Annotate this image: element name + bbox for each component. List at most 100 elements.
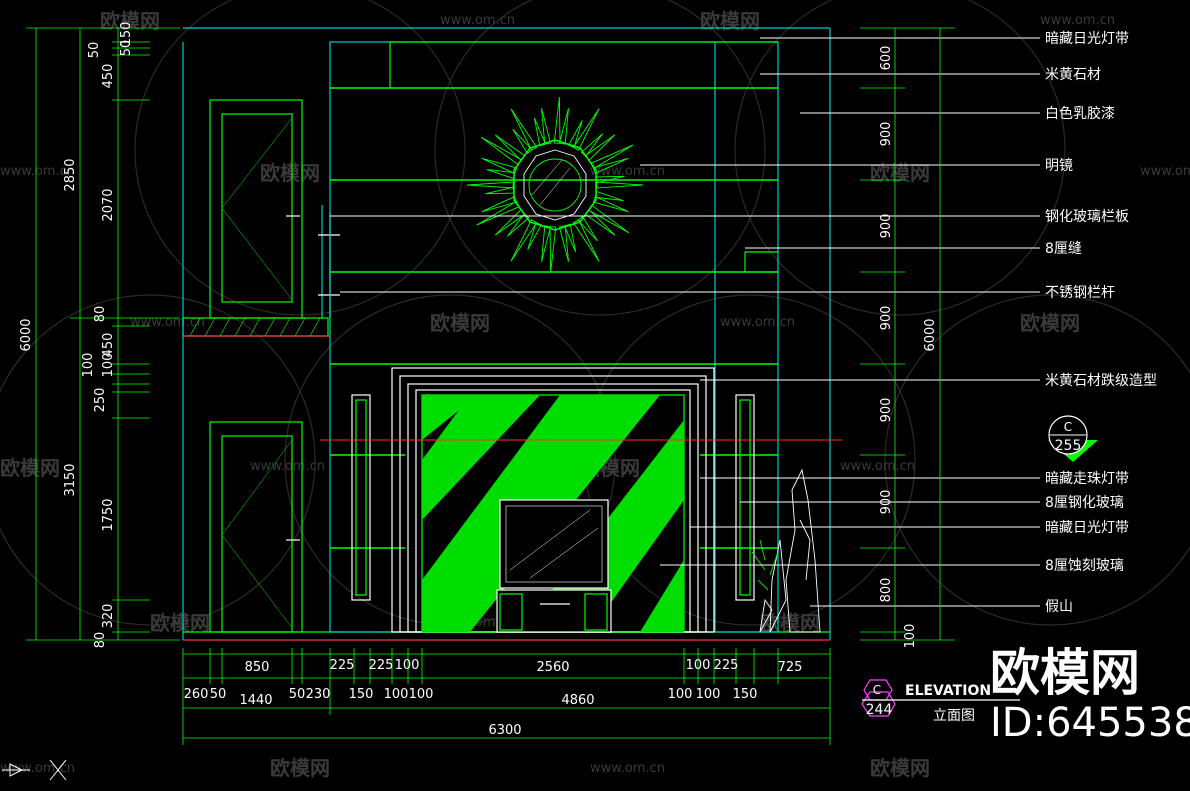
dim-250: 250 xyxy=(93,388,108,413)
sunburst-ray xyxy=(553,97,561,144)
title-tag-letter: C xyxy=(873,683,881,697)
dim-80: 80 xyxy=(93,632,108,649)
watermark-site: www.om.cn xyxy=(440,13,515,28)
dim-100: 100 xyxy=(686,658,711,673)
dim-50: 50 xyxy=(119,40,134,57)
left-dimension-lines xyxy=(26,27,180,641)
dim-150: 150 xyxy=(349,687,374,702)
sunburst-mirror xyxy=(466,97,644,273)
watermark-site: www.om.cn xyxy=(0,164,75,179)
watermark-brand: 欧模网 xyxy=(700,9,760,33)
left-dimensions-inner: 150 50 50 450 2070 80 450 100 100 250 17… xyxy=(81,22,134,649)
sunburst-ray xyxy=(572,108,600,151)
title-sub: 立面图 xyxy=(933,708,975,724)
sunburst-ray xyxy=(572,219,600,262)
watermark-site: www.om.cn xyxy=(720,315,795,330)
sunburst-ray xyxy=(510,108,538,151)
watermark-brand: 欧模网 xyxy=(260,161,320,185)
dim-1750: 1750 xyxy=(101,498,116,531)
label-hidden-fluorescent-strip-2: 暗藏日光灯带 xyxy=(1045,520,1129,536)
label-rockery: 假山 xyxy=(1045,599,1073,615)
watermark-brand: 欧模网 xyxy=(150,611,210,635)
dim-900: 900 xyxy=(879,122,894,147)
title-main: ELEVATION xyxy=(905,683,991,699)
dim-600: 600 xyxy=(879,46,894,71)
brand-id: ID:645538 xyxy=(990,700,1190,746)
dim-2070: 2070 xyxy=(101,188,116,221)
tv-cabinet xyxy=(496,589,612,633)
watermark-site: www.om.cn xyxy=(1140,164,1190,179)
watermark-site: www.om.cn xyxy=(250,459,325,474)
dim-50: 50 xyxy=(210,687,227,702)
dim-450: 450 xyxy=(101,64,116,89)
dim-150: 150 xyxy=(733,687,758,702)
sunburst-ray xyxy=(481,195,518,213)
sunburst-ray xyxy=(592,195,629,213)
sunburst-ray xyxy=(485,186,515,195)
lower-door-frame xyxy=(209,421,303,633)
watermark-brand: 欧模网 xyxy=(1020,311,1080,335)
upper-door-frame xyxy=(209,99,303,319)
sunburst-ray xyxy=(563,223,577,253)
upper-door-leaf xyxy=(221,113,293,303)
sunburst-ray xyxy=(486,168,516,180)
bottom-dimension-lines xyxy=(182,648,831,745)
dim-900: 900 xyxy=(879,398,894,423)
slab-hatch xyxy=(189,317,321,337)
dim-225: 225 xyxy=(714,658,739,673)
dim-100: 100 xyxy=(384,687,409,702)
dim-260: 260 xyxy=(184,687,209,702)
dim-900: 900 xyxy=(879,490,894,515)
dim-100: 100 xyxy=(395,658,420,673)
brand-name: 欧模网 xyxy=(990,644,1140,702)
section-marker: C 255 xyxy=(1048,415,1098,462)
label-hidden-led-strip: 暗藏走珠灯带 xyxy=(1045,471,1129,487)
sunburst-ray xyxy=(481,157,518,175)
watermark-site: www.om.cn xyxy=(840,459,915,474)
sunburst-ray xyxy=(494,209,526,236)
right-dimension-lines xyxy=(860,27,955,641)
sunburst-ray xyxy=(549,226,557,273)
tv-screen xyxy=(499,499,609,589)
sunburst-ray xyxy=(596,181,644,189)
dim-230: 230 xyxy=(306,687,331,702)
label-white-latex-paint: 白色乳胶漆 xyxy=(1045,105,1115,122)
sunburst-ray xyxy=(567,120,583,149)
sunburst-ray xyxy=(541,108,552,145)
label-8mm-seam: 8厘缝 xyxy=(1045,241,1082,257)
brand-block: 欧模网 ID:645538 xyxy=(990,644,1190,746)
sunburst-ray xyxy=(533,117,547,147)
dim-725: 725 xyxy=(778,660,803,675)
section-marker-letter: C xyxy=(1064,420,1072,434)
sunburst-ray xyxy=(527,221,543,250)
sunburst-ray xyxy=(594,190,624,202)
watermark-site: www.om.cn xyxy=(130,315,205,330)
label-beige-stone-step: 米黄石材跌级造型 xyxy=(1045,372,1157,389)
section-marker-number: 255 xyxy=(1055,438,1082,454)
dim-900: 900 xyxy=(879,306,894,331)
dim-6000: 6000 xyxy=(19,318,34,351)
dim-100: 100 xyxy=(409,687,434,702)
dim-total-6300: 6300 xyxy=(488,723,521,738)
sunburst-ray xyxy=(466,181,514,189)
sunburst-ray xyxy=(512,128,533,155)
dim-100: 100 xyxy=(101,353,116,378)
watermark-brand: 欧模网 xyxy=(870,756,930,780)
dim-2560: 2560 xyxy=(536,660,569,675)
bottom-dimensions-row3: 1440 4860 xyxy=(239,693,594,708)
left-light-slot xyxy=(351,394,371,601)
title-tag-number: 244 xyxy=(866,702,893,718)
dim-3150: 3150 xyxy=(63,463,78,496)
dim-50: 50 xyxy=(289,687,306,702)
label-tempered-glass-panel: 钢化玻璃栏板 xyxy=(1045,208,1129,225)
dim-100: 100 xyxy=(696,687,721,702)
watermark-site: www.om.cn xyxy=(590,761,665,776)
watermark-brand: 欧模网 xyxy=(100,9,160,33)
left-dimensions-outer: 2850 6000 3150 xyxy=(19,158,78,496)
dim-1440: 1440 xyxy=(239,693,272,708)
bottom-dimensions-row2: 260 50 50 230 150 100 100 100 100 150 xyxy=(184,687,758,702)
dim-50: 50 xyxy=(87,42,102,59)
sunburst-ray xyxy=(580,133,603,157)
dim-6000: 6000 xyxy=(923,318,938,351)
